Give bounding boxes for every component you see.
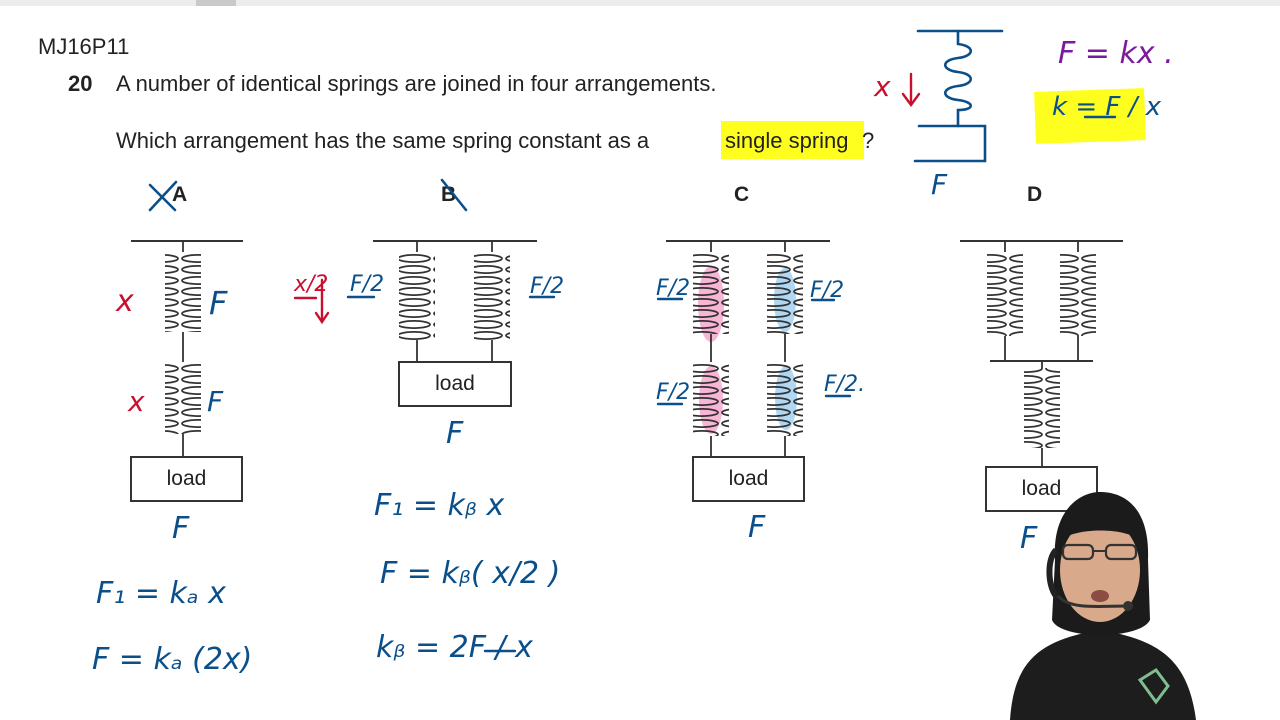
a-x-top: x bbox=[116, 284, 134, 319]
browser-top-strip bbox=[0, 0, 1280, 6]
question-line-1: A number of identical springs are joined… bbox=[116, 71, 717, 96]
handwritten-down-arrow bbox=[901, 72, 921, 108]
c-f-left-bottom: F/2 bbox=[656, 380, 691, 405]
spring-b-left bbox=[399, 252, 435, 340]
c-f-right-bottom: F/2. bbox=[824, 372, 866, 397]
spring-c-left-bottom bbox=[693, 362, 729, 436]
formula-k-equals-f-over-x: k = F / x bbox=[1052, 92, 1162, 122]
a-equation-2: F = kₐ (2x) bbox=[92, 642, 253, 677]
highlighted-phrase: single spring bbox=[725, 128, 849, 153]
fraction-bars bbox=[293, 115, 1117, 653]
spring-a-bottom bbox=[165, 362, 201, 434]
a-equation-1: F₁ = kₐ x bbox=[96, 576, 226, 611]
yellow-highlight bbox=[721, 121, 864, 159]
c-f-left-top: F/2 bbox=[656, 276, 691, 301]
question-number: 20 bbox=[68, 71, 93, 96]
cross-out-a bbox=[148, 180, 178, 212]
b-half-x: x/2 bbox=[294, 272, 329, 297]
top-x-label: x bbox=[874, 70, 891, 103]
question-line-2: Which arrangement has the same spring co… bbox=[116, 128, 650, 153]
d-f-load: F bbox=[1020, 521, 1038, 556]
a-f-load: F bbox=[172, 511, 190, 546]
spring-c-right-bottom bbox=[767, 362, 803, 436]
arrangement-a bbox=[131, 240, 243, 456]
presenter-webcam bbox=[1010, 492, 1196, 720]
arrangement-c bbox=[666, 240, 830, 456]
load-c: load bbox=[692, 456, 805, 502]
formula-f-equals-kx: F = kx . bbox=[1058, 36, 1174, 71]
spring-d-left bbox=[987, 252, 1023, 336]
b-equation-3: kᵦ = 2F / x bbox=[376, 630, 533, 665]
top-strip-tab bbox=[196, 0, 236, 6]
option-b-label: B bbox=[441, 183, 457, 206]
b-f-load: F bbox=[446, 416, 464, 451]
a-f-top: F bbox=[209, 284, 228, 322]
spring-d-right bbox=[1060, 252, 1096, 336]
a-f-bottom: F bbox=[207, 385, 224, 418]
b-half-f-right: F/2 bbox=[530, 274, 565, 299]
c-f-right-top: F/2 bbox=[810, 278, 845, 303]
option-c-label: C bbox=[734, 183, 750, 206]
option-a-label: A bbox=[172, 183, 188, 206]
spring-a-top bbox=[165, 252, 201, 332]
load-a: load bbox=[130, 456, 243, 502]
spring-b-right bbox=[474, 252, 510, 340]
load-b: load bbox=[398, 361, 512, 407]
paper-reference: MJ16P11 bbox=[38, 34, 130, 59]
a-x-bottom: x bbox=[128, 385, 145, 418]
spring-c-right-top bbox=[767, 252, 803, 334]
arrangement-d bbox=[960, 240, 1123, 466]
top-f-label: F bbox=[931, 168, 948, 201]
option-d-label: D bbox=[1027, 183, 1043, 206]
question-mark: ? bbox=[862, 128, 875, 153]
spring-d-bottom bbox=[1024, 368, 1060, 448]
load-d: load bbox=[985, 466, 1098, 512]
b-equation-1: F₁ = kᵦ x bbox=[374, 488, 505, 523]
c-f-load: F bbox=[748, 510, 766, 545]
spring-c-left-top bbox=[693, 252, 729, 334]
arrangement-b bbox=[373, 240, 537, 361]
b-equation-2: F = kᵦ( x/2 ) bbox=[380, 556, 561, 591]
cross-out-b bbox=[440, 178, 468, 212]
handwritten-single-spring bbox=[913, 29, 1004, 163]
b-half-f-left: F/2 bbox=[350, 272, 385, 297]
